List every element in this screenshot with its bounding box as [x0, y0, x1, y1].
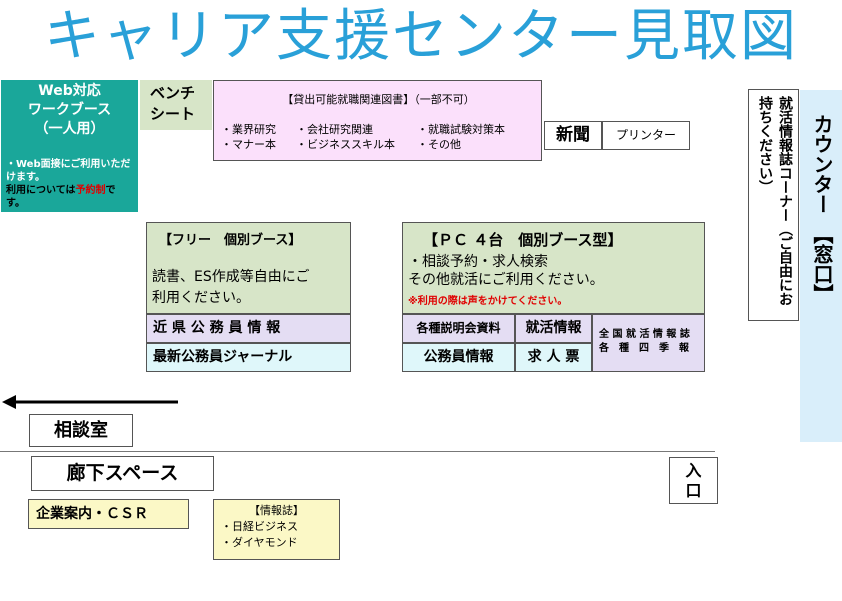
pc-booth-note: ※利用の際は声をかけてください。: [408, 296, 568, 307]
counter: カウンター 【窓口】: [800, 90, 842, 442]
job-magazine-corner: 就活情報誌コーナー（ご自由にお持ちください）: [748, 89, 799, 321]
info-magazines-item-1: ・日経ビジネス: [221, 520, 298, 533]
web-booth-note-post: で: [105, 185, 116, 196]
shelf-civil-service-info: 公務員情報: [402, 343, 515, 372]
pc-booth-lines: ・相談予約・求人検索 その他就活にご利用ください。: [408, 253, 604, 289]
free-booth: 【フリー 個別ブース】 読書、ES作成等自由にご 利用ください。: [146, 222, 351, 314]
entrance-char-1: 入: [685, 461, 702, 480]
shelf-quarterly-reports: 全 国 就 活 情 報 誌 各 種 四 季 報: [592, 314, 705, 372]
info-magazines-item-2: ・ダイヤモンド: [221, 536, 298, 549]
free-booth-body: 読書、ES作成等自由にご 利用ください。: [152, 267, 309, 309]
library-item-4: ・マナー本: [221, 138, 276, 151]
printer: プリンター: [602, 121, 690, 150]
web-booth-note: ・Web面接にご利用いただ けます。 利用については予約制で す。: [6, 158, 138, 210]
corridor-space: 廊下スペース: [31, 456, 214, 491]
corridor-divider: [0, 451, 715, 452]
web-booth-note-pre: 利用については: [6, 185, 76, 196]
left-arrow-icon: [2, 395, 178, 409]
library-item-1: ・業界研究: [221, 123, 276, 136]
quarterly-line-2: 各 種 四 季 報: [599, 343, 689, 354]
web-booth-note-3: 利用については予約制で: [6, 184, 138, 197]
web-booth-note-2: けます。: [6, 172, 45, 183]
library-item-6: ・その他: [417, 138, 461, 151]
company-info-shelf: 企業案内・ＣＳＲ: [28, 499, 189, 529]
entrance: 入 口: [669, 457, 718, 504]
library-title: 【貸出可能就職関連図書】（一部不可）: [282, 93, 475, 106]
free-booth-body-1: 読書、ES作成等自由にご: [152, 269, 310, 285]
web-booth-note-4: す。: [6, 198, 25, 209]
shelf-job-hunting-info: 就活情報: [515, 314, 592, 343]
job-magazine-label: 就活情報誌コーナー（ご自由にお持ちください）: [757, 96, 793, 306]
info-magazines-title: 【情報誌】: [249, 504, 304, 517]
library-item-5: ・ビジネススキル本: [296, 138, 395, 151]
newspaper: 新聞: [544, 121, 602, 150]
shelf-local-civil-service: 近 県 公 務 員 情 報: [146, 314, 351, 343]
web-booth-note-1: ・Web面接にご利用いただ: [6, 159, 131, 170]
shelf-civil-service-journal: 最新公務員ジャーナル: [146, 343, 351, 372]
bench-label-2: シート: [150, 105, 196, 123]
entrance-char-2: 口: [685, 481, 702, 500]
free-booth-title: 【フリー 個別ブース】: [159, 233, 302, 248]
bench-seat: ベンチ シート: [140, 80, 212, 130]
consultation-room: 相談室: [29, 414, 133, 447]
bench-label-1: ベンチ: [150, 84, 196, 102]
web-booth: Web対応 ワークブース （一人用） ・Web面接にご利用いただ けます。 利用…: [1, 80, 138, 212]
pc-booth-line-2: その他就活にご利用ください。: [408, 272, 604, 288]
free-booth-body-2: 利用ください。: [152, 290, 250, 306]
shelf-job-postings: 求 人 票: [515, 343, 592, 372]
pc-booth: 【ＰＣ ４台 個別ブース型】 ・相談予約・求人検索 その他就活にご利用ください。…: [402, 222, 705, 314]
web-booth-title-3: （一人用）: [34, 121, 105, 137]
web-booth-title-2: ワークブース: [27, 102, 112, 118]
quarterly-line-1: 全 国 就 活 情 報 誌: [599, 329, 690, 340]
web-booth-note-reservation: 予約制: [75, 185, 106, 196]
info-magazines: 【情報誌】 ・日経ビジネス ・ダイヤモンド: [213, 499, 340, 560]
web-booth-title-1: Web対応: [38, 83, 101, 99]
counter-label: カウンター 【窓口】: [810, 114, 834, 304]
library-item-2: ・会社研究関連: [296, 123, 373, 136]
page-title: キャリア支援センター見取図: [44, 4, 798, 69]
pc-booth-line-1: ・相談予約・求人検索: [408, 254, 548, 270]
pc-booth-title: 【ＰＣ ４台 個別ブース型】: [423, 231, 623, 249]
library-area: 【貸出可能就職関連図書】（一部不可） ・業界研究 ・会社研究関連 ・就職試験対策…: [213, 80, 542, 161]
library-item-3: ・就職試験対策本: [417, 123, 505, 136]
shelf-seminar-materials: 各種説明会資料: [402, 314, 515, 343]
